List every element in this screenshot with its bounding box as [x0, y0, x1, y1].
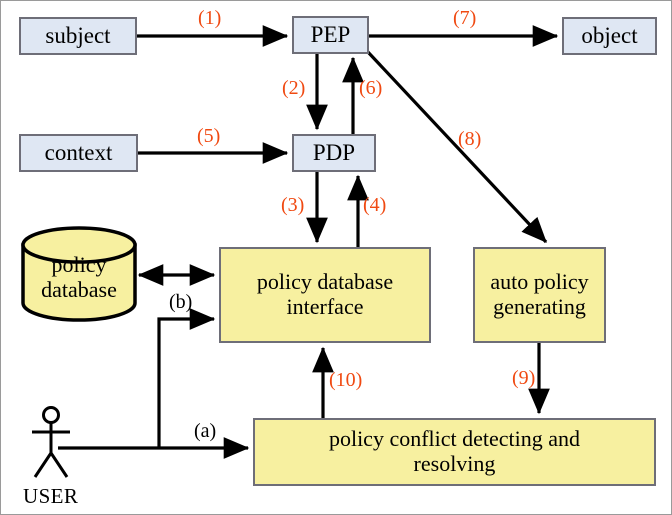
edge-b-line [157, 308, 216, 448]
node-object[interactable]: object [562, 17, 657, 55]
node-subject-label: subject [45, 23, 111, 49]
edge-label-7: (7) [453, 7, 477, 29]
node-context-label: context [44, 140, 113, 166]
edge-label-4: (4) [363, 194, 387, 216]
node-pdp[interactable]: PDP [292, 134, 376, 172]
node-policy-database-label-line2: database [41, 277, 117, 302]
edge-label-10: (10) [329, 369, 363, 391]
user-stick-figure-glyph [32, 406, 70, 478]
node-policy-conflict-label-line2: resolving [413, 451, 496, 476]
edge-8-line [365, 49, 548, 244]
node-policy-database-interface[interactable]: policy database interface [219, 247, 431, 343]
node-policy-database-interface-label-line2: interface [286, 294, 364, 319]
edge-label-9: (9) [512, 367, 536, 389]
edge-label-2: (2) [282, 77, 306, 99]
node-policy-database-label-line1: policy [51, 251, 107, 277]
node-policy-database-interface-label-line1: policy database [256, 269, 394, 295]
edge-label-1: (1) [198, 7, 222, 29]
node-policy-conflict-label-line1: policy conflict detecting and [328, 426, 581, 452]
node-auto-policy-generating-label-line2: generating [493, 294, 586, 319]
edge-label-8: (8) [458, 128, 482, 150]
node-context[interactable]: context [19, 134, 138, 172]
edge-label-6: (6) [359, 77, 383, 99]
node-policy-conflict-detecting-and-resolving[interactable]: policy conflict detecting and resolving [253, 418, 656, 486]
node-subject[interactable]: subject [19, 17, 137, 55]
node-pdp-label: PDP [312, 140, 356, 166]
node-user-label: USER [23, 484, 79, 508]
node-auto-policy-generating-label-line1: auto policy [490, 269, 589, 295]
edge-label-3: (3) [281, 194, 305, 216]
node-pep-label: PEP [310, 22, 351, 48]
policy-database-cylinder-shape [21, 226, 137, 322]
node-policy-database[interactable]: policy database [23, 241, 135, 313]
node-pep[interactable]: PEP [292, 16, 369, 54]
node-object-label: object [581, 23, 638, 49]
node-auto-policy-generating[interactable]: auto policy generating [473, 247, 606, 343]
edge-label-5: (5) [197, 125, 221, 147]
edge-label-a: (a) [194, 420, 217, 442]
edge-label-b: (b) [169, 291, 193, 313]
